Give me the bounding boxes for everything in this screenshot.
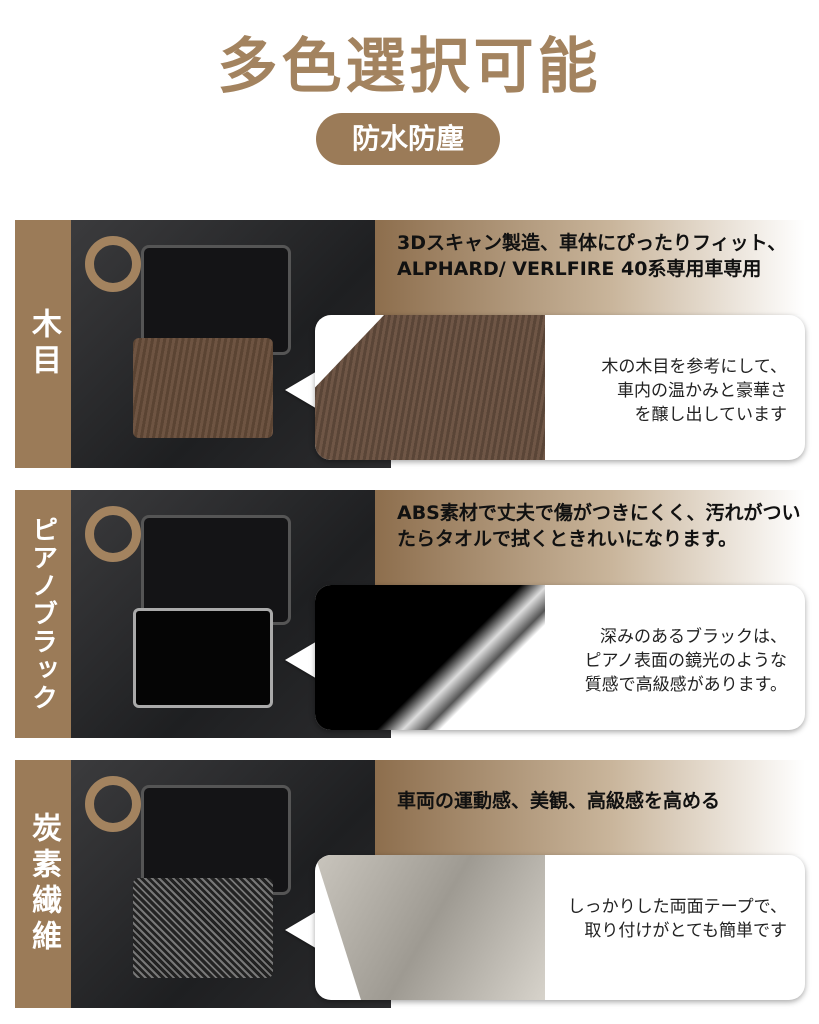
section-label: 炭素繊維	[15, 760, 71, 1008]
section-headline: 車両の運動感、美観、高級感を高める	[375, 760, 805, 855]
section-label: ピアノブラック	[15, 490, 71, 738]
callout-pointer	[285, 370, 319, 410]
section-woodgrain: 木目 3Dスキャン製造、車体にぴったりフィット、ALPHARD/ VERLFIR…	[15, 220, 805, 468]
detail-card: しっかりした両面テープで、 取り付けがとても簡単です	[315, 855, 805, 1000]
section-description: しっかりした両面テープで、 取り付けがとても簡単です	[567, 897, 787, 941]
section-headline: ABS素材で丈夫で傷がつきにくく、汚れがついたらタオルで拭くときれいになります。	[375, 490, 805, 585]
adhesive-tape-sample	[315, 855, 545, 1000]
section-carbon-fiber: 炭素繊維 車両の運動感、美観、高級感を高める しっかりした両面テープで、 取り付…	[15, 760, 805, 1008]
section-description: 深みのあるブラックは、 ピアノ表面の鏡光のような 質感で高級感があります。	[584, 627, 787, 695]
section-piano-black: ピアノブラック ABS素材で丈夫で傷がつきにくく、汚れがついたらタオルで拭くとき…	[15, 490, 805, 738]
detail-card: 木の木目を参考にして、 車内の温かみと豪華さ を醸し出しています	[315, 315, 805, 460]
woodgrain-sample	[315, 315, 545, 460]
carbon-fiber-panel	[133, 878, 273, 978]
section-description: 木の木目を参考にして、 車内の温かみと豪華さ を醸し出しています	[601, 357, 787, 425]
callout-pointer	[285, 910, 319, 950]
detail-card: 深みのあるブラックは、 ピアノ表面の鏡光のような 質感で高級感があります。	[315, 585, 805, 730]
vent-image	[141, 245, 291, 355]
woodgrain-panel	[133, 338, 273, 438]
section-headline: 3Dスキャン製造、車体にぴったりフィット、ALPHARD/ VERLFIRE 4…	[375, 220, 805, 315]
waterproof-badge: 防水防塵	[316, 113, 500, 165]
highlight-circle	[85, 506, 141, 562]
vent-image	[141, 515, 291, 625]
page-title: 多色選択可能	[217, 32, 602, 102]
highlight-circle	[85, 776, 141, 832]
piano-black-panel	[133, 608, 273, 708]
section-label: 木目	[15, 220, 71, 468]
vent-image	[141, 785, 291, 895]
highlight-circle	[85, 236, 141, 292]
callout-pointer	[285, 640, 319, 680]
piano-black-sample	[315, 585, 545, 730]
product-photo	[71, 490, 391, 738]
